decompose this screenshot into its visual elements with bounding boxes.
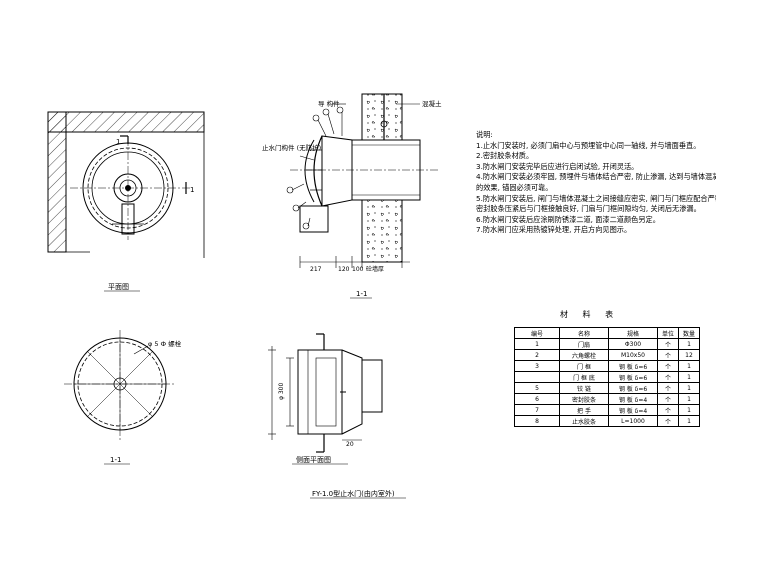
table-cell: 7 [514,404,560,416]
note-line: 6.防水闸门安装后应涂刷防锈漆二道, 面漆二道颜色另定。 [476,214,660,224]
table-cell: 把 手 [559,404,609,416]
header-cell: 编号 [514,327,560,339]
table-cell: 5 [514,382,560,394]
note-line: 2.密封胶条材质。 [476,151,534,161]
side-view: φ 300 20 侧面平面图 [268,333,383,465]
materials-title: 材 料 表 [560,310,620,319]
table-cell: 钢 板 δ=6 [608,382,658,394]
table-cell: 1 [678,393,700,405]
note-line: 5.防水闸门安装后, 闸门与墙体混凝土之间接缝应密实, 闸门与门框应配合严密, [476,193,716,203]
note-line: 7.防水闸门应采用热镀锌处理, 开启方向见图示。 [476,225,632,235]
callout-a: 导 构件 [318,99,340,108]
table-row: 7 把 手 钢 板 δ=4 个 1 [514,404,700,416]
table-row: 6 密封胶条 钢 板 δ=4 个 1 [514,393,700,405]
table-cell: 2 [514,349,560,361]
notes-title: 说明: [476,130,493,139]
table-cell: 门 框 底 [559,371,609,383]
wall-top [47,111,205,133]
notes-block: 说明: 1.止水门安装时, 必须门扇中心与预埋管中心同一轴线, 并与墙面垂直。 … [476,130,716,236]
table-cell: 个 [657,371,679,383]
table-cell: 门 框 [559,360,609,372]
dim-wall: 砼墙厚 [366,265,384,273]
header-cell: 规格 [608,327,658,339]
table-cell: 个 [657,404,679,416]
callout-b: 混凝土 [422,99,442,108]
table-cell: 个 [657,360,679,372]
table-cell: 密封胶条 [559,393,609,405]
table-row: 5 铰 链 钢 板 δ=6 个 1 [514,382,700,394]
section-hinge [299,205,329,233]
note-line: 密封胶条压紧后与门框接触良好, 门扇与门框间隙均匀, 关闭后无渗漏。 [476,204,701,214]
header-cell: 名称 [559,327,609,339]
front-view: φ 5 Ф 螺栓 1-1 [64,330,182,465]
table-row: 3 门 框 钢 板 δ=6 个 1 [514,360,700,372]
plan-mark-top: 1 [116,138,120,146]
drawing-title: FY-1.0型止水门(由内室外) [312,489,395,498]
note-line: 1.止水门安装时, 必须门扇中心与预埋管中心同一轴线, 并与墙面垂直。 [476,140,701,150]
materials-table: 编号 名称 规格 单位 数量 1 门扇 Φ300 个 1 2 六角螺栓 M10x… [514,327,700,427]
table-cell: 1 [678,382,700,394]
dim-217: 217 [310,266,322,273]
table-cell: 钢 板 δ=6 [608,371,658,383]
header-cell: 单位 [657,327,679,339]
dim-side: φ 300 [278,383,285,401]
dim-100: 100 [352,266,364,273]
table-header-row: 编号 名称 规格 单位 数量 [514,327,700,339]
table-cell: 个 [657,382,679,394]
table-row: 2 六角螺栓 M10x50 个 12 [514,349,700,361]
table-cell: 个 [657,338,679,350]
table-cell: M10x50 [608,349,658,361]
table-row: 门 框 底 钢 板 δ=6 个 1 [514,371,700,383]
plan-handle [121,203,135,235]
table-cell: 铰 链 [559,382,609,394]
plan-view-label: 平面图 [108,283,129,291]
table-cell: 钢 板 δ=4 [608,404,658,416]
table-cell: L=1000 [608,415,658,427]
table-cell: 六角螺栓 [559,349,609,361]
note-line: 3.防水闸门安装完毕后应进行启闭试验, 开闭灵活。 [476,161,639,171]
dim-20: 20 [346,441,354,448]
table-cell: 1 [678,338,700,350]
section-label: 1-1 [356,290,367,298]
header-cell: 数量 [678,327,700,339]
table-cell: 1 [678,360,700,372]
plan-mark-right: 1 [190,186,194,194]
table-row: 8 止水胶条 L=1000 个 1 [514,415,700,427]
front-view-label: 1-1 [110,456,121,464]
callout-c: 止水门构件 (无防护) [262,143,321,152]
wall-left [47,111,67,253]
table-cell: 1 [678,415,700,427]
plan-view: 1 1 平面图 [47,111,205,292]
table-row: 1 门扇 Φ300 个 1 [514,338,700,350]
dim-120: 120 [338,266,350,273]
table-cell: 3 [514,360,560,372]
table-cell: 个 [657,393,679,405]
table-cell: 6 [514,393,560,405]
section-view: 导 构件 混凝土 止水门构件 (无防护) 217 120 100 砼墙厚 1-1 [262,93,442,299]
table-cell: 止水胶条 [559,415,609,427]
table-cell: 门扇 [559,338,609,350]
table-cell: 个 [657,349,679,361]
table-cell: 8 [514,415,560,427]
table-cell [514,371,560,383]
table-cell: 12 [678,349,700,361]
table-cell: 钢 板 δ=4 [608,393,658,405]
side-view-label: 侧面平面图 [296,455,331,464]
note-line: 的效果, 锚固必须可靠。 [476,182,553,192]
table-cell: 钢 板 δ=6 [608,360,658,372]
table-cell: 1 [678,371,700,383]
table-cell: Φ300 [608,338,658,350]
table-cell: 1 [678,404,700,416]
table-cell: 1 [514,338,560,350]
note-line: 4.防水闸门安装必须牢固, 预埋件与墙体结合严密, 防止渗漏, 达到与墙体混凝土… [476,172,716,182]
table-cell: 个 [657,415,679,427]
callout-d: φ 5 Ф 螺栓 [148,339,182,348]
